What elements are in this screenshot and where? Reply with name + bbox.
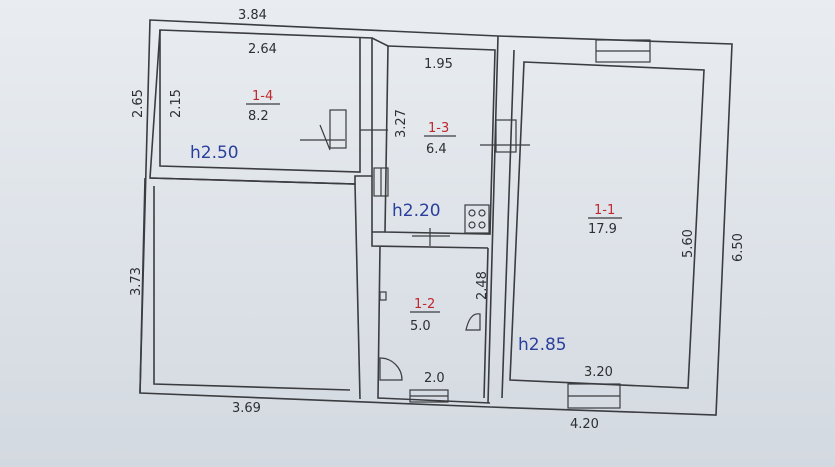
- room-1-1-area: 17.9: [588, 222, 617, 237]
- dim-room13-height: 3.27: [394, 109, 409, 138]
- dim-left-outer-top: 2.65: [131, 89, 146, 118]
- room-1-2-area: 5.0: [410, 319, 431, 334]
- room-1-4-area: 8.2: [248, 109, 269, 124]
- height-room-1-3: h2.20: [392, 201, 441, 221]
- dim-room14-width: 2.64: [248, 42, 277, 57]
- dim-room12-width: 2.0: [424, 371, 445, 386]
- room-1-3-walls: [384, 45, 496, 235]
- dim-room14-height: 2.15: [169, 89, 184, 118]
- room-1-2-id: 1-2: [414, 297, 435, 312]
- room-1-3-area: 6.4: [426, 142, 447, 157]
- dim-room11-height: 5.60: [681, 229, 696, 258]
- middle-walls: [371, 37, 491, 404]
- room-1-1-id: 1-1: [594, 203, 615, 218]
- room-1-3-id: 1-3: [428, 121, 449, 136]
- dim-right-outer: 6.50: [731, 233, 746, 262]
- dim-left-outer-bottom: 3.73: [129, 267, 144, 296]
- room-1-4-walls: [159, 30, 361, 173]
- windows: [373, 39, 651, 409]
- height-room-1-4: h2.50: [190, 143, 239, 163]
- dim-bottom-left: 3.69: [232, 401, 261, 416]
- dim-room11-width: 3.20: [584, 365, 613, 380]
- dim-top-left: 3.84: [238, 8, 267, 23]
- room-1-1-walls: [487, 35, 705, 404]
- left-annex-walls: [139, 177, 361, 400]
- dim-bottom-right: 4.20: [570, 417, 599, 432]
- dim-room12-height: 2.48: [475, 271, 490, 300]
- height-room-1-1: h2.85: [518, 335, 567, 355]
- room-1-4-id: 1-4: [252, 89, 273, 104]
- dim-room13-width: 1.95: [424, 57, 453, 72]
- doors-and-fixtures: [300, 109, 530, 381]
